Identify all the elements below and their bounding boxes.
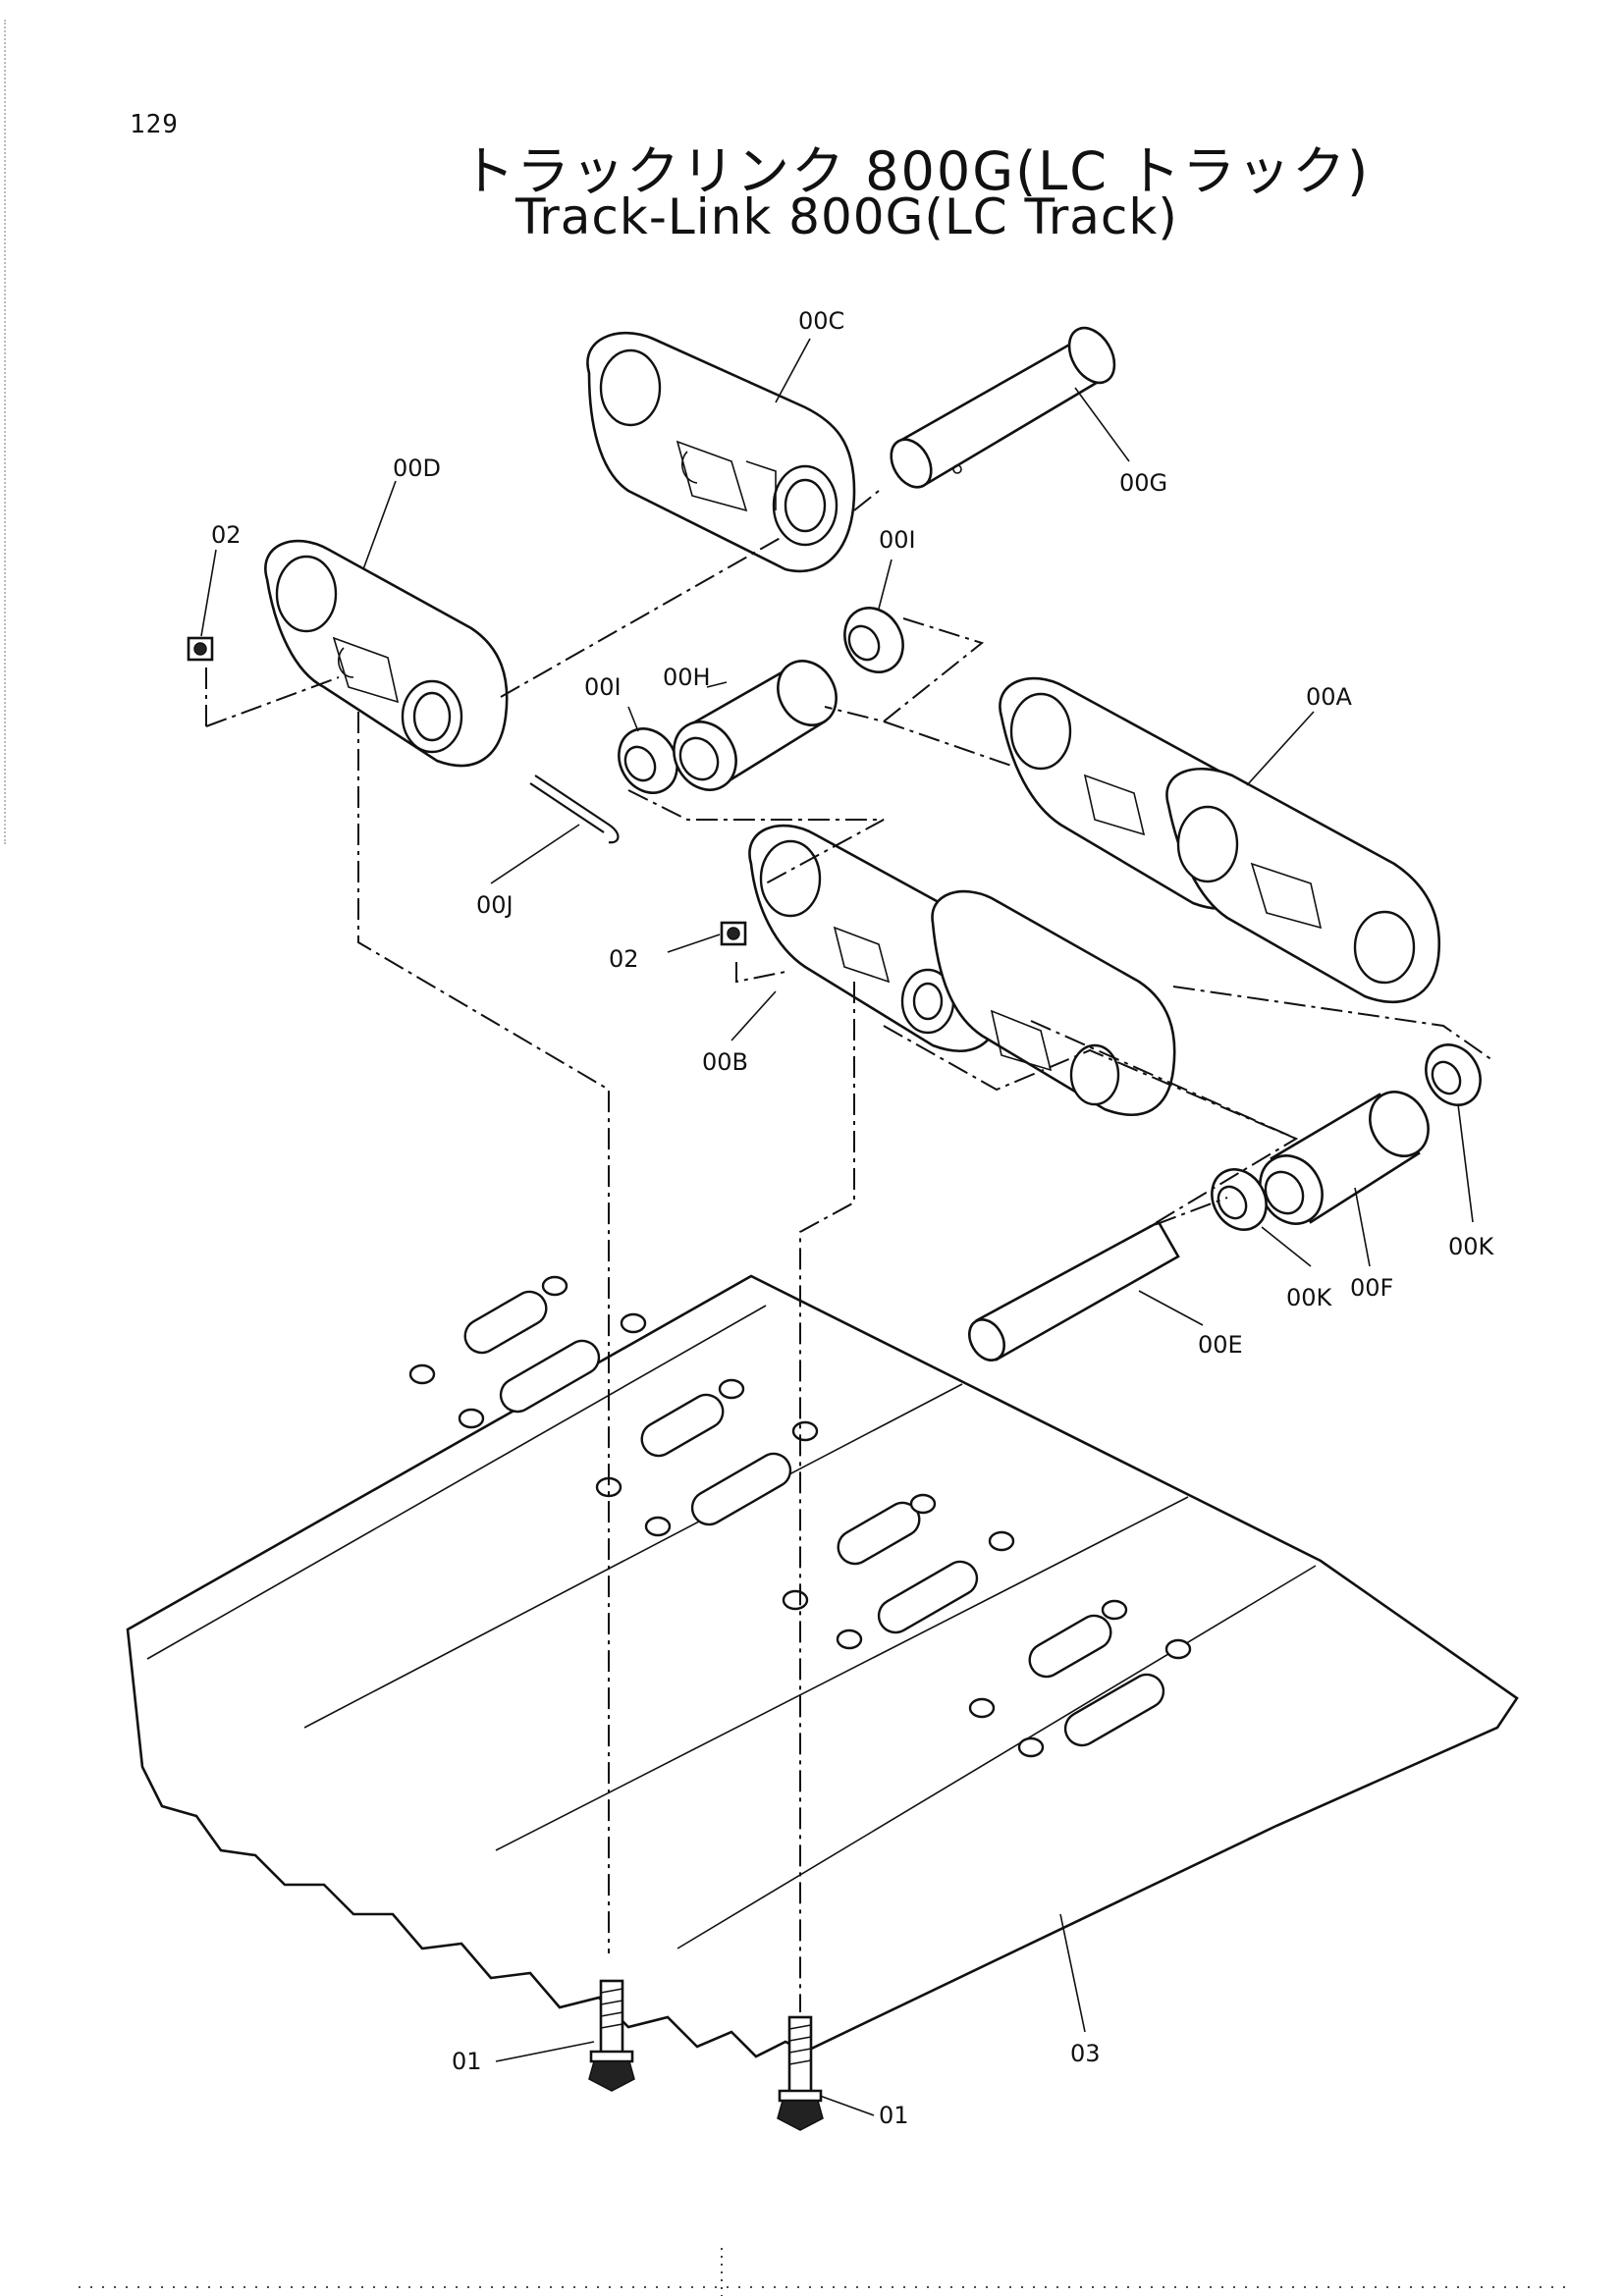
part-00I-seal-left (618, 727, 678, 794)
callout-02-left: 02 (211, 521, 242, 549)
leader-lines (200, 338, 1474, 2116)
callout-00H: 00H (663, 664, 711, 691)
page-number: 129 (130, 110, 179, 139)
part-00G-pin (890, 326, 1116, 489)
part-02-nut-right (720, 921, 747, 946)
callout-00J: 00J (476, 891, 514, 919)
callout-01-right: 01 (879, 2102, 909, 2129)
part-00K-seal-right (1425, 1043, 1482, 1106)
part-01-bolt-left (588, 1979, 635, 2092)
callout-00E: 00E (1198, 1331, 1243, 1359)
callout-00D: 00D (393, 454, 441, 482)
assembly-lines (205, 490, 1493, 2012)
callout-00F: 00F (1350, 1274, 1393, 1302)
part-01-bolt-right (777, 2015, 824, 2131)
diagram-title-japanese: トラックリンク 800G(LC トラック) (461, 140, 1371, 202)
part-00E-pin (968, 1220, 1180, 1362)
part-00A-link (999, 676, 1441, 1003)
callout-00K-left: 00K (1286, 1284, 1333, 1311)
callout-00G: 00G (1119, 469, 1167, 497)
part-00F-bushing (1259, 1091, 1430, 1225)
callout-03: 03 (1070, 2040, 1101, 2067)
part-00J-pin (529, 774, 620, 844)
part-00H-bushing (673, 660, 838, 791)
part-00D-link (264, 539, 509, 768)
part-00K-seal-left (1211, 1168, 1268, 1231)
callout-labels: 00C 00G 00D 02 00I 00H 00I 00A 00J 02 00… (211, 307, 1495, 2129)
part-00C-link (586, 331, 856, 573)
diagram-title-english: Track-Link 800G(LC Track) (515, 188, 1178, 245)
callout-00A: 00A (1306, 683, 1353, 711)
scan-margin-marks (4, 20, 14, 844)
part-00B-link (748, 824, 1176, 1116)
part-02-nut-left (187, 636, 214, 662)
callout-00I-top: 00I (879, 526, 916, 554)
callout-01-left: 01 (452, 2048, 482, 2075)
callout-00C: 00C (798, 307, 844, 335)
part-03-track-shoes (126, 1274, 1519, 2058)
callout-00K-right: 00K (1448, 1233, 1495, 1260)
scan-bottom-marks (79, 2248, 1571, 2296)
callout-02-right: 02 (609, 945, 639, 973)
callout-00I-left: 00I (584, 673, 622, 701)
callout-00B: 00B (702, 1048, 748, 1076)
part-00I-seal-top (843, 607, 904, 673)
